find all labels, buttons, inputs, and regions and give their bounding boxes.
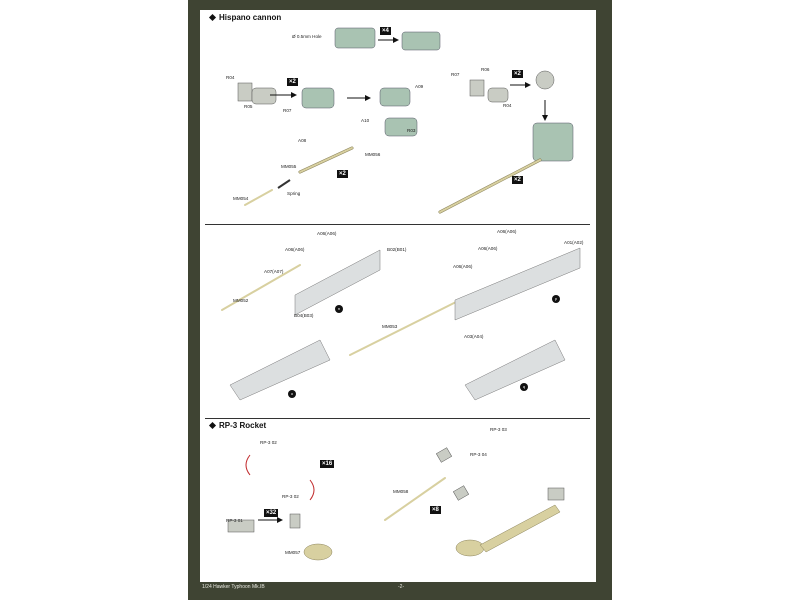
label-a08: A08 <box>298 138 307 143</box>
label-mm054: MM054 <box>233 196 249 201</box>
label-a03: A03(A04) <box>464 334 484 339</box>
label-r06: R06 <box>481 67 490 72</box>
qty-badge: ×2 <box>287 78 298 86</box>
label-mm052: MM052 <box>233 298 249 303</box>
label-a09: A09 <box>415 84 424 89</box>
label-mm055: MM055 <box>281 164 297 169</box>
step-marker: n <box>335 305 343 313</box>
label-hole: Ø 0.5mm Hole <box>292 34 322 39</box>
step-marker: p <box>552 295 560 303</box>
hispano-section-title: Hispano cannon <box>208 13 282 22</box>
page-footer: 1/24 Hawker Typhoon Mk.IB -2- <box>200 582 596 594</box>
qty-badge: ×2 <box>512 70 523 78</box>
qty-badge: ×2 <box>337 170 348 178</box>
label-a10: A10 <box>361 118 370 123</box>
qty-badge: ×4 <box>380 27 391 35</box>
label-rp3-01: RP-3 01 <box>226 518 243 523</box>
label-rp3-02b: RP-3 02 <box>282 494 299 499</box>
label-r03: R03 <box>407 128 416 133</box>
label-a06-l1: A06(A06) <box>317 231 337 236</box>
label-mm057: MM057 <box>285 550 301 555</box>
label-r04: R04 <box>226 75 235 80</box>
rocket-title-text: RP-3 Rocket <box>219 421 267 430</box>
label-a06-r1: A06(A06) <box>497 229 517 234</box>
hispano-title-text: Hispano cannon <box>219 13 282 22</box>
label-r07: R07 <box>283 108 292 113</box>
label-rp3-03: RP-3 03 <box>490 427 507 432</box>
label-a06-l2: A06(A06) <box>285 247 305 252</box>
label-mm053: MM053 <box>382 324 398 329</box>
label-r04-b: R04 <box>503 103 512 108</box>
label-mm056: MM056 <box>365 152 381 157</box>
label-a07: A07(A07) <box>264 269 284 274</box>
qty-badge: ×8 <box>430 506 441 514</box>
rocket-section-title: RP-3 Rocket <box>208 421 267 430</box>
label-mm058: MM058 <box>393 489 409 494</box>
label-r07-b: R07 <box>451 72 460 77</box>
label-spring: Spring <box>287 191 301 196</box>
step-marker: q <box>520 383 528 391</box>
footer-page-number: -2- <box>398 584 405 590</box>
step-marker: o <box>288 390 296 398</box>
label-a01: A01(A02) <box>564 240 584 245</box>
section-divider <box>205 418 590 419</box>
qty-badge: ×2 <box>512 176 523 184</box>
cannon-breech-part <box>301 27 574 162</box>
label-rp3-04: RP-3 04 <box>470 452 487 457</box>
label-rp3-02a: RP-3 02 <box>260 440 277 445</box>
section-divider <box>205 224 590 225</box>
label-b02: B02(B01) <box>387 247 407 252</box>
footer-model-name: 1/24 Hawker Typhoon Mk.IB <box>202 584 265 590</box>
label-b04: B04(B03) <box>294 313 314 318</box>
qty-badge: ×32 <box>264 509 279 517</box>
label-r05: R05 <box>244 104 253 109</box>
label-a06-r3: A06(A06) <box>453 264 473 269</box>
label-a06-r2: A06(A06) <box>478 246 498 251</box>
qty-badge: ×16 <box>320 460 335 468</box>
